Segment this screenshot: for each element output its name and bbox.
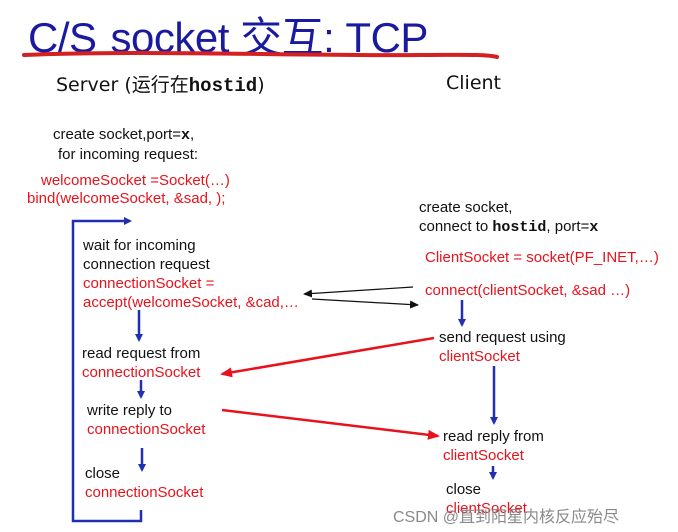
client-read-reply: read reply from clientSocket [443, 428, 544, 464]
server-read-request: read request from connectionSocket [82, 345, 201, 381]
client-create-socket: create socket, connect to hostid, port=x [419, 199, 599, 236]
server-welcome-socket: welcomeSocket =Socket(…) [41, 172, 230, 189]
client-header: Client [446, 72, 502, 94]
arrow-accept-to-client [311, 298, 419, 309]
title-underline [22, 50, 499, 59]
server-header: Server (运行在hostid) [56, 74, 265, 97]
server-create-socket: create socket,port=x, for incoming reque… [53, 126, 199, 163]
server-write-reply: write reply to connectionSocket [87, 402, 206, 438]
server-loop-line [71, 219, 143, 523]
arrow-request-to-server [220, 336, 435, 378]
watermark: CSDN @直到阳星内核反应殆尽 [393, 509, 620, 526]
client-socket-call: ClientSocket = socket(PF_INET,…) [425, 249, 659, 266]
server-wait-accept: wait for incoming connection request con… [83, 237, 299, 311]
client-connect-call: connect(clientSocket, &sad …) [425, 282, 631, 299]
server-bind: bind(welcomeSocket, &sad, ); [27, 190, 226, 207]
client-send-request: send request using clientSocket [439, 329, 566, 365]
arrow-connect-to-accept [303, 286, 414, 298]
arrow-reply-to-client [221, 408, 440, 440]
client-close: close clientSocket [446, 481, 527, 517]
server-close: close connectionSocket [85, 465, 204, 501]
